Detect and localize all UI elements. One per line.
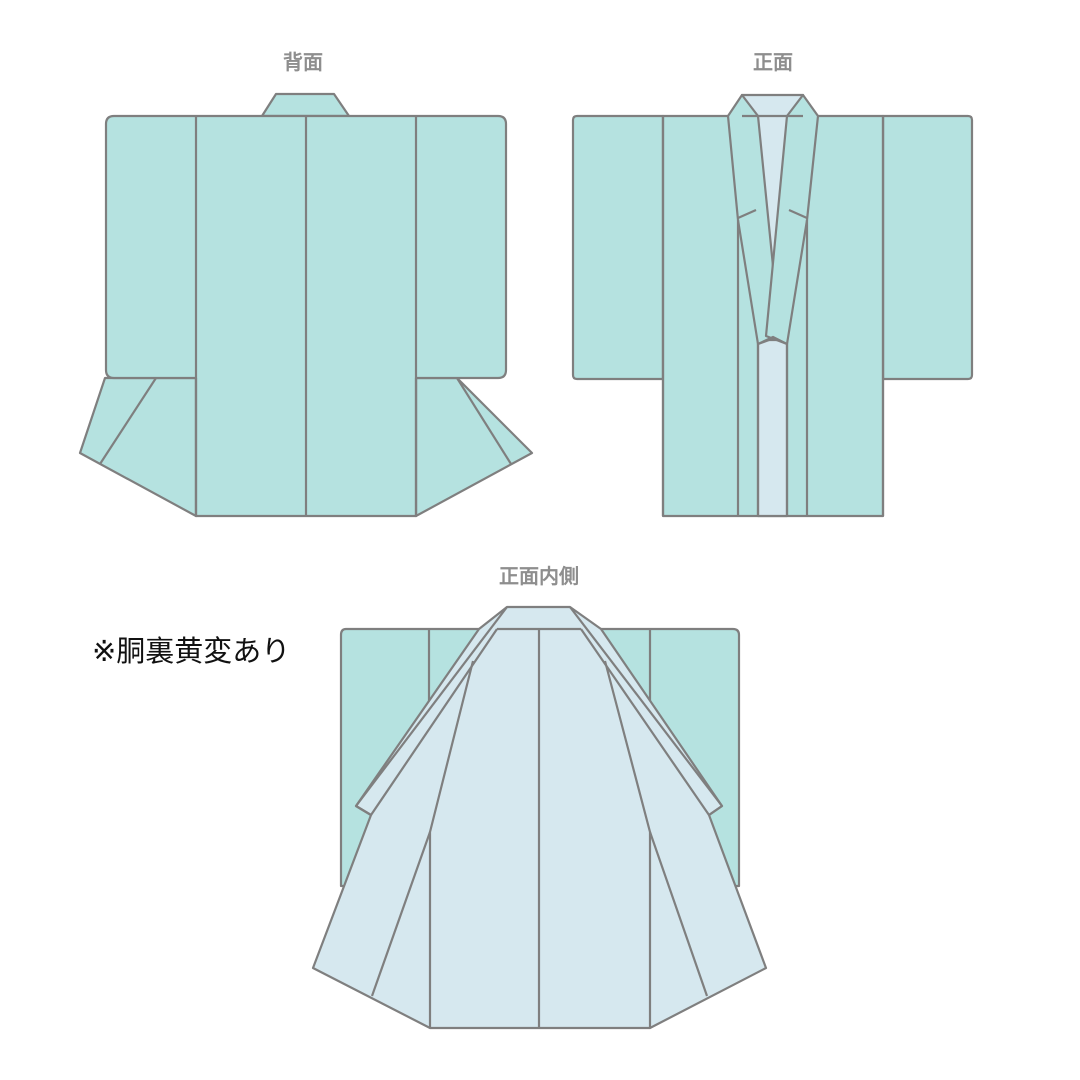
front-inside-view-label: 正面内側 (499, 564, 579, 588)
front-inner-lining-strip (756, 338, 789, 518)
front-view-kimono (571, 93, 974, 518)
front-inside-view-kimono (311, 605, 768, 1030)
front-right-sleeve (881, 114, 974, 381)
back-left-lower-panel (78, 376, 198, 518)
lining-yellowing-note: ※胴裏黄変あり (92, 634, 291, 668)
back-view-label: 背面 (283, 50, 323, 74)
front-view-label: 正面 (753, 50, 793, 74)
back-collar (260, 92, 351, 118)
back-right-lower-panel (414, 376, 534, 518)
front-left-sleeve (571, 114, 665, 381)
back-view-kimono (78, 92, 534, 518)
